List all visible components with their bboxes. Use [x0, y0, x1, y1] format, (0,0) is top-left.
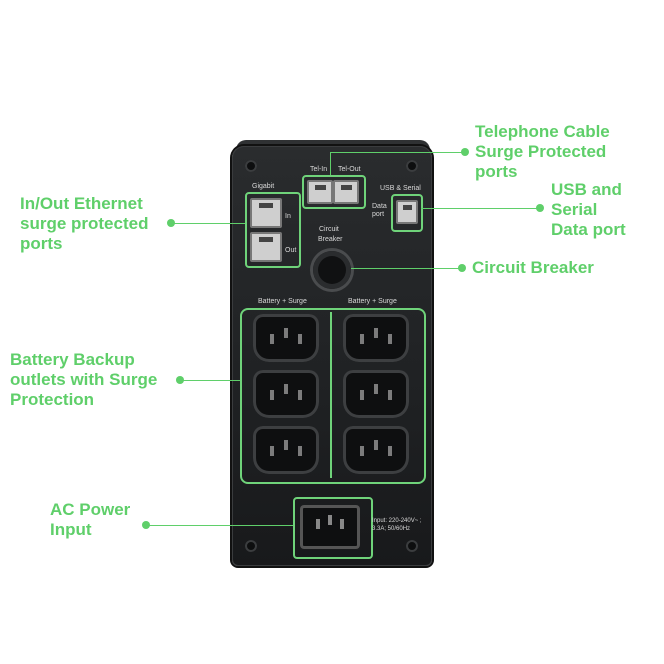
callout-breaker-dot — [458, 264, 466, 272]
callout-battery: Battery Backup outlets with Surge Protec… — [10, 350, 158, 409]
callout-ac-dot — [142, 521, 150, 529]
ethernet-out-label: Out — [285, 247, 297, 254]
screw-bottom-right — [406, 540, 418, 552]
circuit-breaker-button — [313, 251, 351, 289]
input-rating-line-2: 3.3A; 50/60Hz — [372, 526, 411, 532]
ethernet-in-port — [250, 198, 282, 228]
callout-usb-dot — [536, 204, 544, 212]
battery-surge-outlet — [343, 314, 409, 362]
tel-in-port — [307, 180, 333, 204]
screw-top-left — [245, 160, 257, 172]
outlet-divider — [330, 312, 332, 478]
screw-top-right — [406, 160, 418, 172]
battery-surge-outlet — [253, 426, 319, 474]
usb-serial-port — [396, 200, 418, 224]
input-rating-line-1: Input: 220-240V~ ; — [372, 518, 422, 524]
callout-telephone-drop — [330, 152, 331, 175]
callout-ac-line — [147, 525, 293, 526]
callout-ethernet-line — [172, 223, 245, 224]
battery-surge-outlet — [253, 314, 319, 362]
callout-usb-line — [421, 208, 538, 209]
screw-bottom-left — [245, 540, 257, 552]
ethernet-ports-highlight — [245, 192, 301, 268]
ac-power-inlet — [300, 505, 360, 549]
battery-surge-left-label: Battery + Surge — [258, 298, 307, 305]
battery-surge-outlet — [343, 370, 409, 418]
tel-out-port — [333, 180, 359, 204]
callout-telephone-line — [330, 152, 465, 153]
gigabit-label: Gigabit — [252, 183, 275, 190]
usb-serial-highlight — [391, 194, 423, 232]
callout-breaker-line — [351, 268, 461, 269]
data-port-label-2: port — [372, 211, 385, 218]
ethernet-out-port — [250, 232, 282, 262]
battery-surge-outlet — [253, 370, 319, 418]
callout-ethernet: In/Out Ethernet surge protected ports — [20, 194, 149, 253]
battery-surge-outlet — [343, 426, 409, 474]
callout-ethernet-dot — [167, 219, 175, 227]
callout-usb: USB and Serial Data port — [551, 180, 626, 239]
outlets-highlight — [240, 308, 426, 484]
callout-ac: AC Power Input — [50, 500, 131, 539]
ac-input-highlight — [293, 497, 373, 559]
breaker-label: Breaker — [318, 236, 343, 243]
callout-breaker: Circuit Breaker — [472, 258, 594, 277]
callout-telephone: Telephone Cable Surge Protected ports — [475, 122, 610, 181]
circuit-label: Circuit — [319, 226, 339, 233]
battery-surge-right-label: Battery + Surge — [348, 298, 397, 305]
callout-telephone-dot — [461, 148, 469, 156]
tel-in-label: Tel-In — [310, 166, 328, 173]
usb-serial-label: USB & Serial — [380, 185, 421, 192]
ethernet-in-label: In — [285, 213, 291, 220]
telephone-ports-highlight — [302, 175, 366, 209]
data-port-label-1: Data — [372, 203, 387, 210]
callout-battery-dot — [176, 376, 184, 384]
tel-out-label: Tel-Out — [338, 166, 361, 173]
callout-battery-line — [181, 380, 240, 381]
